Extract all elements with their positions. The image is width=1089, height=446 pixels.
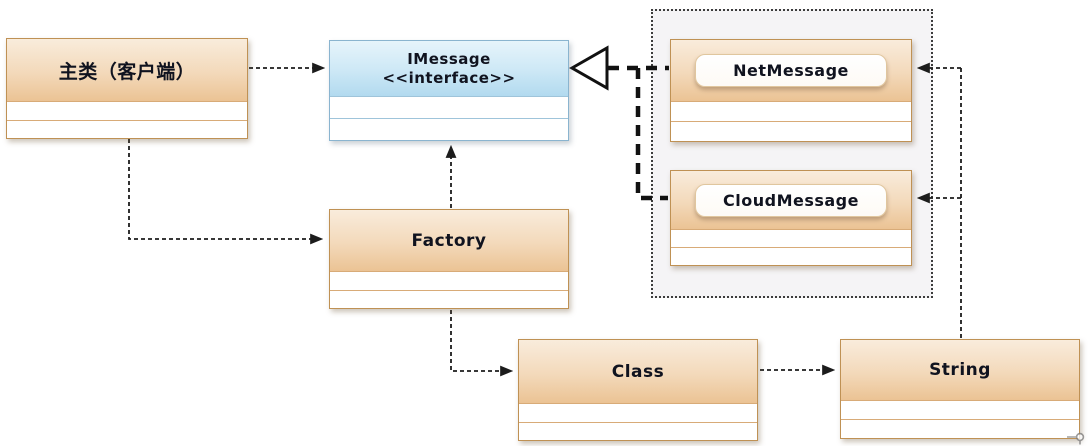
class-header: Class [519, 340, 757, 403]
realization-triangle-icon [568, 45, 609, 91]
factory-attributes-compartment [330, 271, 568, 290]
cloudmessage-header: CloudMessage [671, 171, 911, 229]
class-label: Class [611, 361, 665, 382]
imessage-header: IMessage <<interface>> [330, 41, 568, 96]
factory-label: Factory [411, 230, 487, 251]
interface-box-imessage: IMessage <<interface>> [329, 40, 569, 141]
class-box-factory: Factory [329, 209, 569, 309]
factory-methods-compartment [330, 289, 568, 308]
class-methods-compartment [519, 421, 757, 440]
class-box-cloudmessage: CloudMessage [670, 170, 912, 266]
class-attributes-compartment [519, 403, 757, 422]
factory-header: Factory [330, 210, 568, 271]
main-client-attributes-compartment [7, 101, 247, 120]
imessage-stereotype-label: <<interface>> [382, 68, 516, 87]
main-client-label: 主类（客户端） [58, 60, 196, 83]
imessage-methods-compartment [330, 118, 568, 140]
string-label: String [929, 360, 991, 380]
netmessage-label: NetMessage [695, 54, 887, 87]
imessage-attributes-compartment [330, 96, 568, 118]
main-client-methods-compartment [7, 119, 247, 138]
cloudmessage-attributes-compartment [671, 229, 911, 247]
edge-mainclass-to-factory [128, 139, 324, 245]
netmessage-attributes-compartment [671, 101, 911, 121]
netmessage-methods-compartment [671, 121, 911, 141]
class-box-string: String [840, 339, 1080, 439]
class-box-class: Class [518, 339, 758, 441]
cloudmessage-label: CloudMessage [695, 183, 887, 217]
edge-factory-to-class [450, 310, 514, 377]
string-attributes-compartment [841, 400, 1079, 419]
class-box-netmessage: NetMessage [670, 39, 912, 142]
main-client-header: 主类（客户端） [7, 39, 247, 101]
netmessage-header: NetMessage [671, 40, 911, 101]
resize-handle-icon [1067, 432, 1085, 445]
cloudmessage-methods-compartment [671, 247, 911, 265]
string-header: String [841, 340, 1079, 400]
string-methods-compartment [841, 419, 1079, 438]
class-box-main-client: 主类（客户端） [6, 38, 248, 139]
imessage-name-label: IMessage [407, 49, 491, 68]
